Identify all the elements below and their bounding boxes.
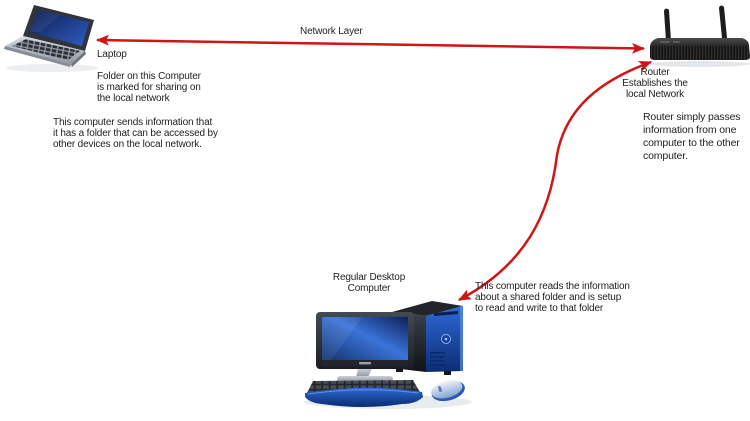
laptop-icon xyxy=(4,5,98,72)
laptop-label: Laptop xyxy=(97,49,127,60)
desktop-label: Regular Desktop Computer xyxy=(332,272,406,294)
network-layer-arrow xyxy=(95,34,646,54)
desktop-note: This computer reads the information abou… xyxy=(475,281,630,314)
network-layer-label: Network Layer xyxy=(300,26,363,37)
router-note: Router simply passes information from on… xyxy=(643,111,741,162)
laptop-sends-note: This computer sends information that it … xyxy=(53,117,218,150)
router-label: Router Establishes the local Network xyxy=(622,67,688,100)
router-desktop-arrow xyxy=(458,60,653,302)
laptop-shared-note: Folder on this Computer is marked for sh… xyxy=(97,71,201,104)
desktop-computer-icon xyxy=(304,301,472,409)
router-icon xyxy=(650,5,750,67)
